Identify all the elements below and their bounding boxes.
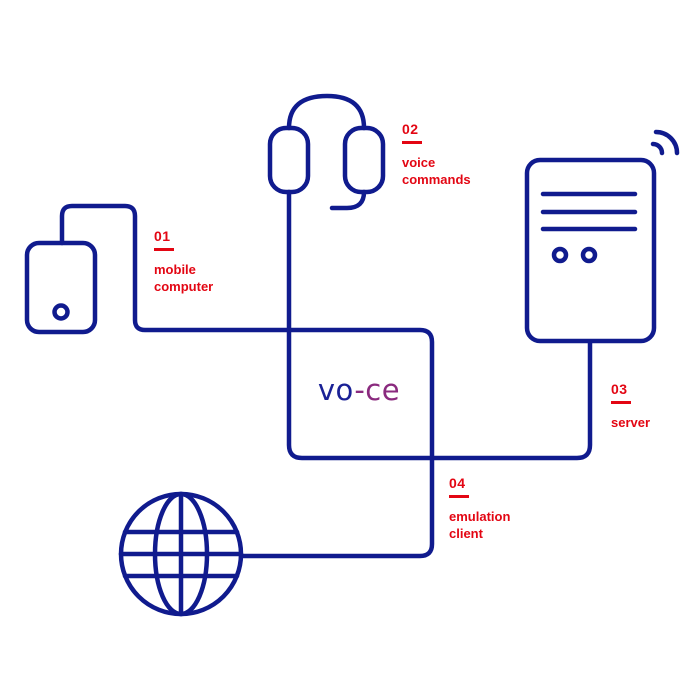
label-voice-commands: 02 voice commands: [402, 121, 471, 188]
label-mobile-computer: 01 mobile computer: [154, 228, 213, 295]
label-text-line: commands: [402, 172, 471, 187]
headset-connection-line: [286, 189, 593, 461]
label-divider: [402, 141, 422, 144]
label-text-line: computer: [154, 279, 214, 294]
voce-logo: vo-ce: [300, 372, 418, 408]
label-number: 03: [611, 381, 628, 397]
logo-text-primary: vo: [317, 373, 355, 407]
label-text-line: mobile: [154, 262, 196, 277]
label-text-line: voice: [402, 155, 436, 170]
mobile-computer-icon: [24, 240, 98, 335]
server-icon: [524, 157, 657, 344]
label-divider: [611, 401, 631, 404]
mobile-connection-line: [59, 203, 435, 559]
label-text-line: emulation: [449, 509, 511, 524]
label-divider: [154, 248, 174, 251]
label-number: 01: [154, 228, 171, 244]
headset-icon: [267, 93, 386, 211]
label-text-line: client: [449, 526, 483, 541]
label-divider: [449, 495, 469, 498]
label-text-line: server: [611, 415, 651, 430]
label-server: 03 server: [611, 381, 650, 431]
globe-icon: [118, 491, 244, 617]
wifi-signal-icon: [650, 129, 680, 156]
label-number: 04: [449, 475, 466, 491]
label-number: 02: [402, 121, 419, 137]
logo-text-secondary: -ce: [354, 373, 401, 407]
label-emulation-client: 04 emulation client: [449, 475, 510, 542]
